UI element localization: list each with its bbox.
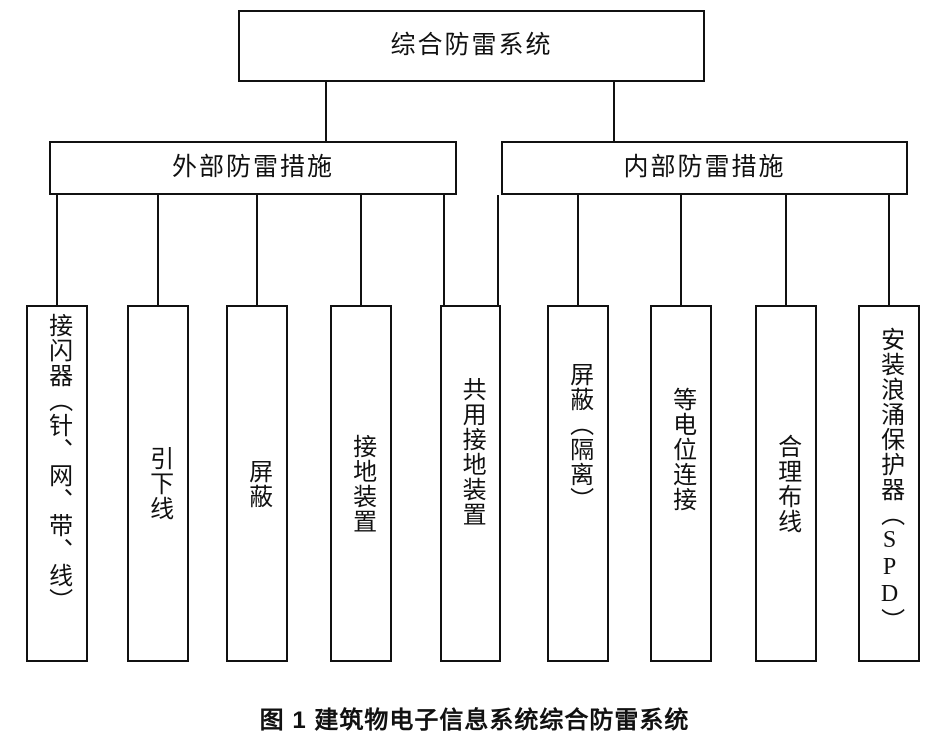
- node-leaf-air-termination: 接闪器（针、网、带、线）: [26, 305, 88, 662]
- connector-internal-to-leaf-9: [888, 195, 890, 305]
- node-label: 内部防雷措施: [623, 154, 786, 181]
- connector-external-to-leaf-1: [56, 195, 58, 305]
- connector-internal-to-leaf-8: [785, 195, 787, 305]
- node-label: 屏蔽: [244, 458, 271, 509]
- node-label: 等电位连接: [668, 387, 695, 512]
- node-leaf-earthing-device: 接地装置: [330, 305, 392, 662]
- node-label: 屏蔽（隔离）: [565, 362, 592, 512]
- connector-external-to-leaf-3: [256, 195, 258, 305]
- node-label: 综合防雷系统: [390, 32, 553, 59]
- connector-external-to-leaf-2: [157, 195, 159, 305]
- connector-internal-to-shared-ground: [497, 195, 499, 305]
- node-leaf-shielding-external: 屏蔽: [226, 305, 288, 662]
- node-leaf-down-conductor: 引下线: [127, 305, 189, 662]
- node-leaf-reasonable-wiring: 合理布线: [755, 305, 817, 662]
- connector-internal-to-leaf-7: [680, 195, 682, 305]
- node-label: 共用接地装置: [458, 377, 485, 527]
- node-label: 接地装置: [348, 433, 375, 534]
- node-branch-internal-measures: 内部防雷措施: [501, 141, 908, 195]
- node-leaf-shielding-isolation: 屏蔽（隔离）: [547, 305, 609, 662]
- node-label: 合理布线: [773, 433, 800, 534]
- node-label: 外部防雷措施: [171, 154, 334, 181]
- node-label: 安装浪涌保护器（SPD）: [876, 327, 903, 633]
- node-root-comprehensive-lightning-protection-system: 综合防雷系统: [238, 10, 705, 82]
- node-leaf-install-spd: 安装浪涌保护器（SPD）: [858, 305, 920, 662]
- connector-root-to-internal: [613, 82, 615, 142]
- node-leaf-equipotential-bonding: 等电位连接: [650, 305, 712, 662]
- figure-caption: 图 1 建筑物电子信息系统综合防雷系统: [259, 707, 690, 734]
- node-leaf-shared-earthing-device: 共用接地装置: [440, 305, 501, 662]
- node-label: 引下线: [145, 446, 172, 521]
- connector-root-to-external: [325, 82, 327, 142]
- connector-external-to-shared-ground: [443, 195, 445, 305]
- node-label: 接闪器（针、网、带、线）: [44, 313, 71, 613]
- node-branch-external-measures: 外部防雷措施: [49, 141, 457, 195]
- connector-internal-to-leaf-6: [577, 195, 579, 305]
- connector-external-to-leaf-4: [360, 195, 362, 305]
